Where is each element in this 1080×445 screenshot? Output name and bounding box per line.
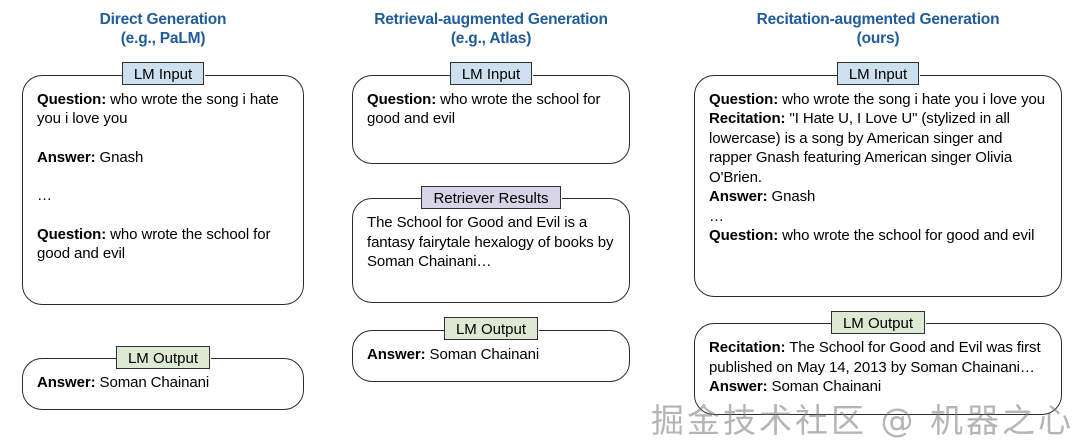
tag-row: LM Input (22, 62, 304, 87)
tag-lm-input: LM Input (449, 62, 533, 85)
line-text: who wrote the song i hate you i love you (37, 90, 279, 128)
line-label: Answer: (709, 188, 768, 205)
tag-lm-output: LM Output (115, 345, 211, 369)
column-title-recitation: Recitation-augmented Generation (ours) (694, 0, 1062, 48)
bubble-body: Question: who wrote the school for good … (367, 90, 615, 129)
line-answer: Answer: Soman Chainani (37, 373, 289, 393)
line-ellipsis: … (37, 187, 53, 204)
line-label: Recitation: (709, 339, 786, 356)
column-title-line2: (e.g., PaLM) (120, 30, 206, 47)
line-text: Soman Chainani (767, 378, 882, 395)
bubble-body: Answer: Soman Chainani (37, 373, 289, 393)
block-lm-input-direct: LM Input Question: who wrote the song i … (22, 62, 304, 305)
bubble-lm-input-recitation: Question: who wrote the song i hate you … (694, 73, 1062, 297)
tag-row: LM Input (352, 62, 630, 87)
bubble-body: Answer: Soman Chainani (367, 345, 615, 365)
tag-lm-output: LM Output (830, 310, 926, 334)
tag-row: LM Output (22, 345, 304, 371)
block-retriever-results: Retriever Results The School for Good an… (352, 185, 630, 303)
line-text: Gnash (95, 148, 144, 166)
line-recitation: Recitation: "I Hate U, I Love U" (styliz… (709, 109, 1047, 187)
bubble-body: Question: who wrote the song i hate you … (709, 90, 1047, 246)
block-lm-input-retrieval: LM Input Question: who wrote the school … (352, 62, 630, 164)
tag-retriever-results: Retriever Results (421, 185, 561, 209)
line-answer: Answer: Gnash (709, 187, 1047, 207)
line-text: The School for Good and Evil was first p… (709, 339, 1041, 376)
line-text: "I Hate U, I Love U" (stylized in all lo… (709, 110, 1013, 186)
line-text: who wrote the school for good and evil (778, 227, 1035, 244)
line-label: Question: (709, 227, 779, 244)
line-label: Question: (709, 90, 779, 108)
column-title-line1: Retrieval-augmented Generation (374, 11, 608, 28)
line-label: Answer: (709, 378, 768, 395)
tag-row: LM Output (694, 310, 1062, 336)
bubble-lm-input-direct: Question: who wrote the song i hate you … (22, 73, 304, 305)
block-lm-output-direct: LM Output Answer: Soman Chainani (22, 345, 304, 410)
line-text: who wrote the school for good and evil (37, 225, 271, 263)
line-answer: Answer: Soman Chainani (367, 345, 615, 365)
line-label: Answer: (37, 148, 96, 166)
line-question-2: Question: who wrote the school for good … (709, 226, 1047, 246)
column-title-line1: Direct Generation (99, 11, 227, 28)
column-recitation-augmented: Recitation-augmented Generation (ours) L… (694, 0, 1062, 415)
line-ellipsis: … (709, 207, 725, 225)
tag-row: LM Output (352, 317, 630, 342)
column-title-line2: (e.g., Atlas) (450, 30, 532, 47)
tag-row: Retriever Results (352, 185, 630, 211)
line-answer: Answer: Soman Chainani (709, 377, 1047, 397)
tag-lm-output: LM Output (443, 317, 539, 340)
block-lm-output-retrieval: LM Output Answer: Soman Chainani (352, 317, 630, 382)
line-label: Question: (367, 90, 437, 108)
column-title-direct: Direct Generation (e.g., PaLM) (22, 0, 304, 48)
line-text: Soman Chainani (425, 345, 540, 363)
bubble-body: Question: who wrote the song i hate you … (37, 90, 289, 264)
line-label: Recitation: (709, 110, 786, 127)
line-label: Question: (37, 90, 107, 108)
line-question-1: Question: who wrote the song i hate you … (37, 90, 289, 129)
tag-lm-input: LM Input (836, 62, 920, 85)
line-text: Gnash (767, 188, 816, 205)
line-question-1: Question: who wrote the song i hate you … (709, 90, 1047, 110)
line-text: Soman Chainani (95, 374, 210, 391)
line-retrieved-passage: The School for Good and Evil is a fantas… (367, 214, 614, 270)
line-question-2: Question: who wrote the school for good … (37, 225, 289, 264)
column-direct-generation: Direct Generation (e.g., PaLM) LM Input … (22, 0, 304, 410)
block-lm-output-recitation: LM Output Recitation: The School for Goo… (694, 310, 1062, 415)
line-label: Answer: (367, 345, 426, 363)
line-text: who wrote the song i hate you i love you (778, 90, 1046, 108)
column-retrieval-augmented: Retrieval-augmented Generation (e.g., At… (352, 0, 630, 382)
column-title-line2: (ours) (856, 30, 900, 47)
bubble-body: Recitation: The School for Good and Evil… (709, 338, 1047, 397)
bubble-lm-input-retrieval: Question: who wrote the school for good … (352, 73, 630, 164)
tag-lm-input: LM Input (121, 62, 205, 85)
column-title-line1: Recitation-augmented Generation (756, 11, 1000, 28)
tag-row: LM Input (694, 62, 1062, 87)
line-answer-1: Answer: Gnash (37, 148, 289, 168)
line-question: Question: who wrote the school for good … (367, 90, 615, 129)
line-label: Question: (37, 225, 107, 243)
block-lm-input-recitation: LM Input Question: who wrote the song i … (694, 62, 1062, 297)
bubble-lm-output-recitation: Recitation: The School for Good and Evil… (694, 322, 1062, 415)
bubble-body: The School for Good and Evil is a fantas… (367, 213, 615, 272)
column-title-retrieval: Retrieval-augmented Generation (e.g., At… (352, 0, 630, 48)
line-recitation: Recitation: The School for Good and Evil… (709, 338, 1047, 377)
line-label: Answer: (37, 374, 96, 391)
line-text: who wrote the school for good and evil (367, 90, 601, 128)
bubble-retriever-results: The School for Good and Evil is a fantas… (352, 197, 630, 303)
